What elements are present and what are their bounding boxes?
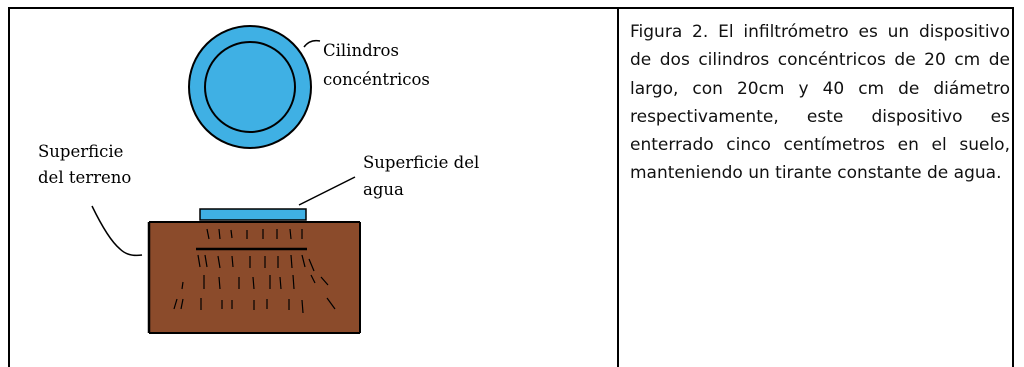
superficie-terreno-label-1: Superficie: [38, 142, 123, 161]
column-divider: [617, 7, 619, 367]
concentric-cylinders-top-view: [188, 25, 312, 149]
cilindros-leader-line: [303, 39, 321, 48]
inner-cylinder: [204, 41, 296, 133]
cilindros-label-2: concéntricos: [323, 70, 430, 89]
superficie-agua-label-2: agua: [363, 180, 404, 199]
water-surface: [199, 208, 307, 221]
superficie-agua-label-1: Superficie del: [363, 153, 479, 172]
agua-leader-line: [298, 176, 356, 206]
superficie-terreno-label-2: del terreno: [38, 168, 131, 187]
soil-block: [147, 221, 361, 334]
figure-caption: Figura 2. El infiltrómetro es un disposi…: [630, 22, 1010, 184]
cilindros-label-1: Cilindros: [323, 41, 399, 60]
terreno-leader-line: [91, 205, 143, 257]
infiltrometer-diagram: Cilindros concéntricos Superficie del te…: [10, 9, 617, 367]
figure-frame: [8, 7, 1014, 367]
infiltration-marks: [173, 228, 336, 314]
